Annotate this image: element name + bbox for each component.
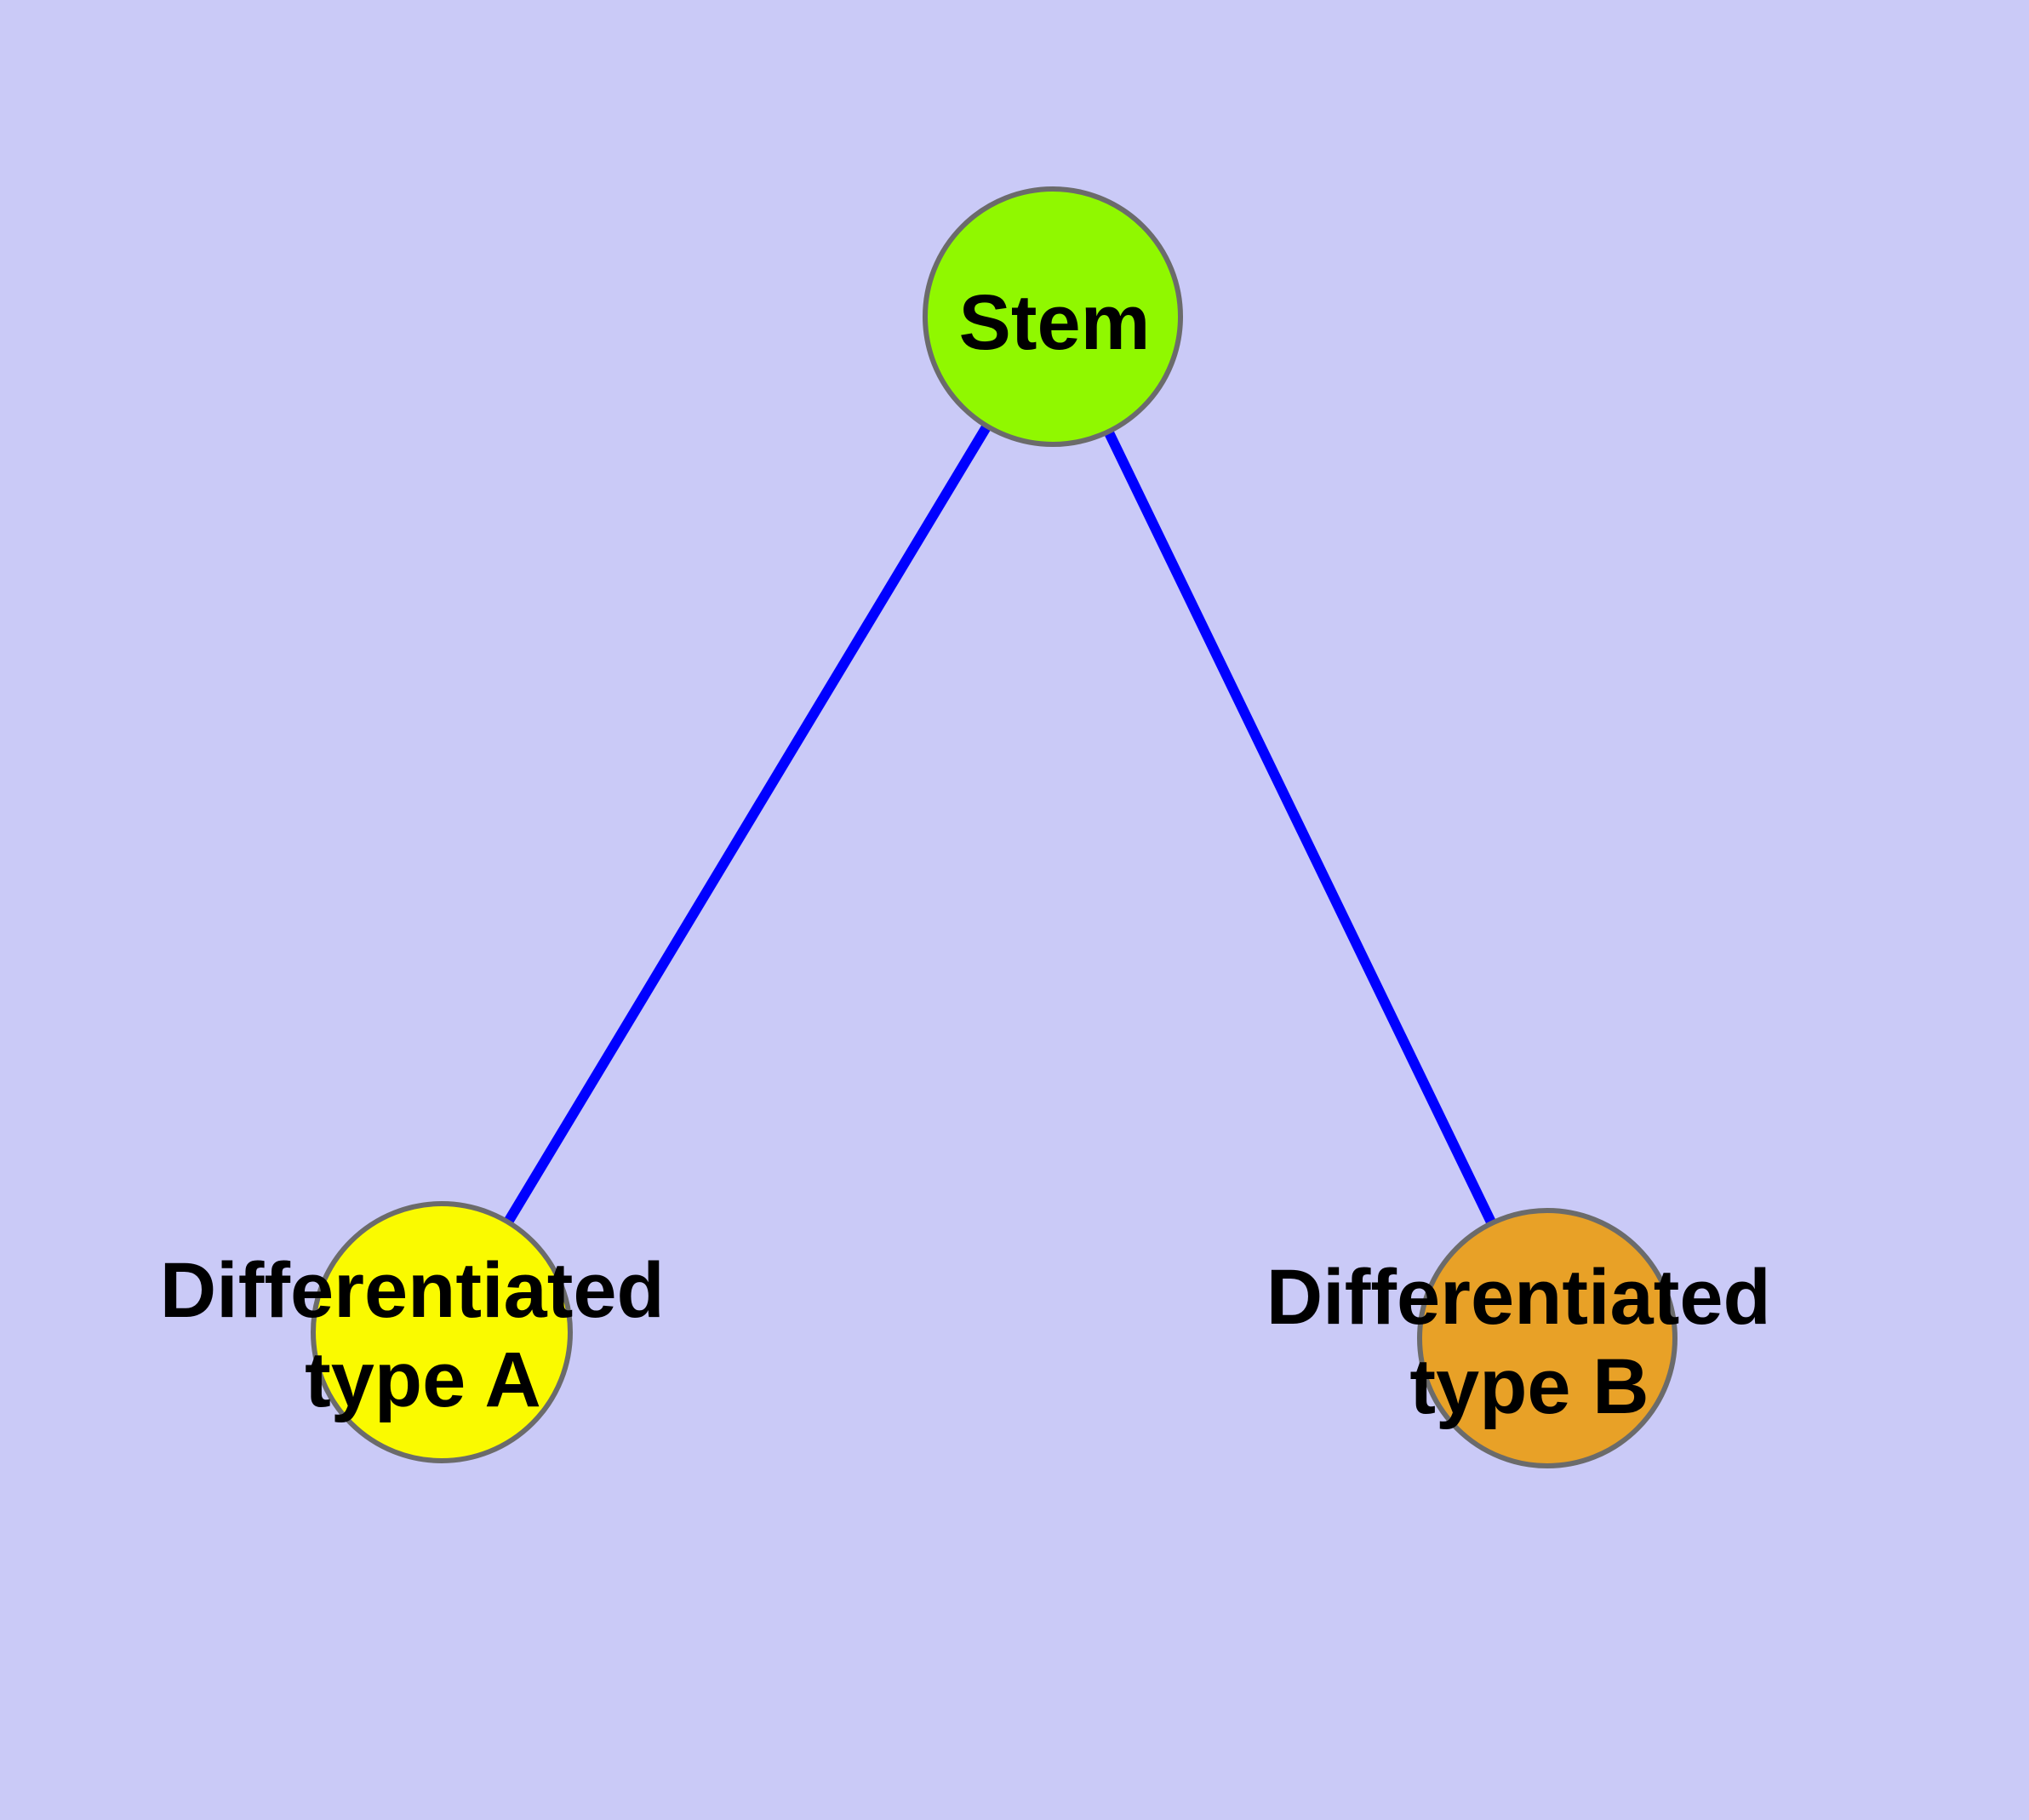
node-differentiated-type-a xyxy=(311,1201,573,1463)
type-b-label-line-1: Differentiated xyxy=(1266,1254,1771,1341)
node-differentiated-type-a-label: Differentiated type A xyxy=(160,1247,687,1423)
type-b-label-line-2: type B xyxy=(1409,1343,1649,1430)
edge-stem-to-type-a xyxy=(437,313,1058,1336)
type-a-label-line-2: type A xyxy=(305,1336,541,1423)
node-stem-label: Stem xyxy=(959,279,1151,366)
edge-stem-to-type-b xyxy=(1048,314,1552,1341)
node-differentiated-type-b-label: Differentiated type B xyxy=(1266,1254,1793,1430)
node-stem xyxy=(923,186,1183,447)
node-differentiated-type-b xyxy=(1417,1208,1677,1468)
type-a-label-line-1: Differentiated xyxy=(160,1247,665,1334)
